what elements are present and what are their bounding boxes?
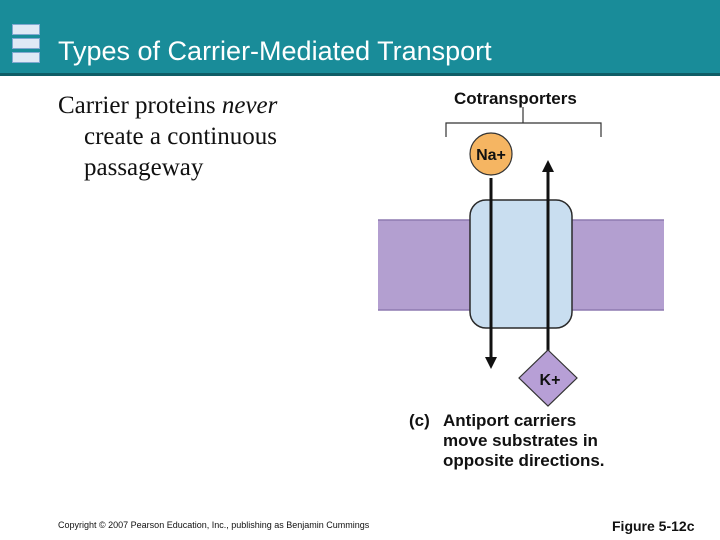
antiport-diagram: Cotransporters Na+ K+ (c) Antiport carri… bbox=[378, 89, 664, 470]
bullet-prefix: Carrier proteins bbox=[58, 92, 222, 119]
figure-label: Figure 5-12c bbox=[612, 518, 695, 534]
caption-title: Antiport carriers bbox=[443, 411, 576, 430]
cotransporters-label: Cotransporters bbox=[454, 89, 577, 108]
bullet-emphasis: never bbox=[221, 92, 278, 119]
title-bar: Types of Carrier-Mediated Transport bbox=[0, 0, 720, 76]
bullet-line-3: passageway bbox=[84, 154, 204, 181]
cotransporter-bracket bbox=[445, 122, 602, 137]
k-ion-icon bbox=[518, 349, 578, 407]
bullet-text: Carrier proteins never create a continuo… bbox=[58, 90, 388, 183]
slide-title: Types of Carrier-Mediated Transport bbox=[58, 36, 492, 66]
carrier-protein bbox=[469, 199, 573, 329]
slide-logo-icon bbox=[12, 24, 40, 66]
copyright-text: Copyright © 2007 Pearson Education, Inc.… bbox=[58, 520, 370, 530]
caption-line-3: opposite directions. bbox=[443, 451, 605, 470]
caption-marker: (c) bbox=[409, 411, 430, 430]
bullet-line-2: create a continuous bbox=[84, 123, 277, 150]
na-ion-icon bbox=[469, 132, 513, 176]
caption-line-2: move substrates in bbox=[443, 431, 598, 450]
title-divider bbox=[0, 73, 720, 76]
k-ion-label: K+ bbox=[540, 372, 561, 389]
na-ion-label: Na+ bbox=[476, 147, 506, 164]
